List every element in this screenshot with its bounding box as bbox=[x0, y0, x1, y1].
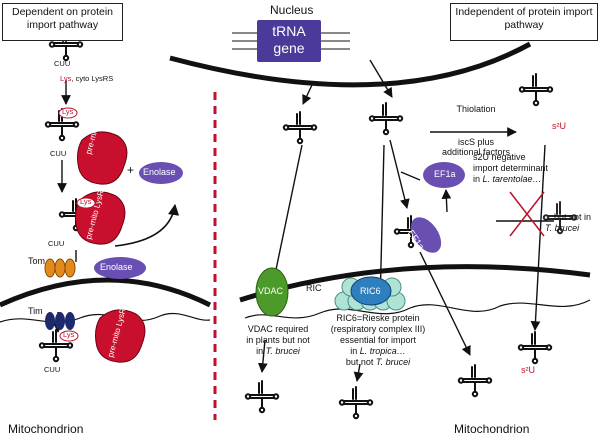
dependent-pathway-box: Dependent on protein import pathway bbox=[2, 3, 123, 41]
tim-label: Tim bbox=[28, 306, 43, 316]
ric6-note: RIC6=Rieske protein (respiratory complex… bbox=[322, 313, 434, 368]
anticodon-label-2: CUU bbox=[50, 149, 67, 158]
vdac-note-line3: in T. brucei bbox=[232, 346, 324, 357]
lys-tag-2: Lys bbox=[80, 197, 92, 206]
trna-gene-box bbox=[257, 20, 321, 62]
s2u-determinant-note: s2U negative import determinant in L. ta… bbox=[473, 152, 548, 185]
not-in-line2: T. brucei bbox=[545, 223, 580, 233]
s2u-note-line1: s2U negative bbox=[473, 152, 526, 162]
vdac-label: VDAC bbox=[258, 286, 284, 296]
s2u-label-bottom: s²U bbox=[521, 365, 535, 375]
vdac-note: VDAC required in plants but not in T. br… bbox=[232, 324, 324, 357]
tim-complex bbox=[45, 312, 75, 330]
left-outer-membrane bbox=[0, 277, 212, 308]
enolase-label-2: Enolase bbox=[100, 262, 133, 272]
s2u-note-line3-species: L. tarentolae… bbox=[482, 174, 542, 184]
independent-pathway-title: Independent of protein import pathway bbox=[455, 6, 593, 32]
ric6-note-line4-pre: in bbox=[350, 346, 360, 356]
trna-gene-line2: gene bbox=[273, 40, 305, 56]
trna-gene-label: tRNA gene bbox=[257, 23, 321, 57]
right-inner-membrane bbox=[244, 299, 591, 319]
lys-cyto-note: Lys, cyto LysRS bbox=[60, 74, 114, 84]
ric6-note-line5-species: T. brucei bbox=[375, 357, 411, 367]
not-in-brucei-note: …but not in T. brucei bbox=[545, 212, 591, 234]
not-in-line1: …but not in bbox=[545, 212, 592, 222]
anticodon-label-3: CUU bbox=[48, 239, 65, 248]
ric6-note-line4: in L. tropica… bbox=[322, 346, 434, 357]
tom-complex bbox=[44, 258, 76, 278]
s2u-note-line3: in L. tarentolae… bbox=[473, 174, 548, 185]
anticodon-label-4: CUU bbox=[44, 365, 61, 374]
ric6-note-line3: essential for import bbox=[339, 335, 417, 345]
plus-sign: + bbox=[127, 163, 135, 177]
thiolation-label: Thiolation bbox=[456, 104, 496, 114]
right-mitochondrion-label: Mitochondrion bbox=[454, 422, 530, 436]
ric6-note-line2: (respiratory complex III) bbox=[330, 324, 426, 334]
vdac-channel bbox=[255, 267, 289, 317]
ric6-note-line1: RIC6=Rieske protein bbox=[336, 313, 420, 323]
ef1a-label-1: EF1a bbox=[434, 169, 456, 179]
dependent-pathway-title: Dependent on protein import pathway bbox=[12, 6, 113, 32]
lysrs-blob-1 bbox=[77, 131, 128, 185]
nucleus-membrane bbox=[169, 41, 532, 88]
thiolation-note: Thiolation bbox=[422, 104, 530, 114]
ef1a-oval-1 bbox=[423, 162, 465, 188]
ric6-note-line4-species: L. tropica… bbox=[359, 346, 406, 356]
tom-label: Tom bbox=[28, 256, 46, 266]
ric-label: RIC bbox=[306, 283, 322, 293]
s2u-note-line3-pre: in bbox=[473, 174, 483, 184]
vdac-note-line1: VDAC required bbox=[247, 324, 309, 334]
trna-gene-line1: tRNA bbox=[272, 23, 306, 39]
enolase-label-1: Enolase bbox=[143, 167, 176, 177]
cyto-lysrs-label: , cyto LysRS bbox=[71, 74, 114, 83]
vdac-note-line3-species: T. brucei bbox=[265, 346, 300, 356]
enolase-oval-2 bbox=[94, 257, 146, 279]
s2u-note-line2: import determinant bbox=[473, 163, 549, 173]
enolase-oval-1 bbox=[139, 162, 183, 184]
vdac-note-line2: in plants but not bbox=[246, 335, 310, 345]
left-mitochondrion-label: Mitochondrion bbox=[8, 422, 84, 436]
lysrs-blob-3 bbox=[95, 309, 146, 363]
ric6-label: RIC6 bbox=[360, 286, 381, 296]
ric6-note-line5: but not T. brucei bbox=[322, 357, 434, 368]
lys-tag-3: Lys bbox=[63, 330, 75, 339]
lys-tag-1: Lys bbox=[62, 107, 74, 116]
vdac-note-line3-pre: in bbox=[256, 346, 266, 356]
ric6-note-line5-pre: but not bbox=[345, 357, 376, 367]
independent-pathway-box: Independent of protein import pathway bbox=[450, 3, 598, 41]
iscs-note: iscS plus additional factors bbox=[422, 137, 530, 158]
ric-complex bbox=[334, 276, 406, 311]
iscs-label: iscS plus bbox=[457, 137, 494, 147]
anticodon-label-1: CUU bbox=[54, 59, 71, 68]
nucleus-label: Nucleus bbox=[270, 3, 314, 17]
additional-factors-label: additional factors bbox=[441, 147, 511, 158]
lys-label-red: Lys bbox=[60, 74, 72, 83]
s2u-label-top: s²U bbox=[552, 121, 566, 131]
ef1a-oval-2 bbox=[410, 217, 442, 253]
